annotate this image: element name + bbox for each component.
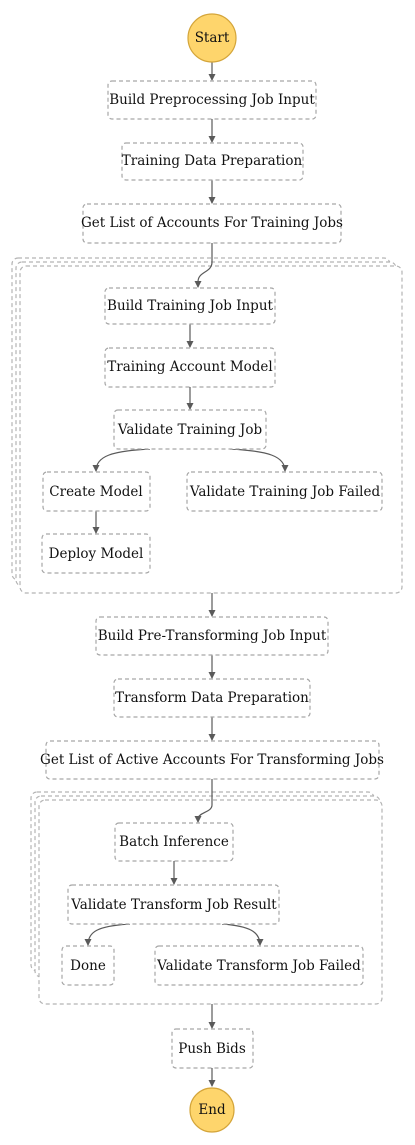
end-node[interactable]: End — [189, 1087, 235, 1133]
build-preprocessing-job-input-node[interactable]: Build Preprocessing Job Input — [107, 80, 317, 120]
training-data-preparation-label: Training Data Preparation — [122, 153, 303, 169]
done-label: Done — [70, 958, 106, 974]
create-model-label: Create Model — [49, 484, 142, 500]
deploy-model-node[interactable]: Deploy Model — [41, 533, 151, 574]
deploy-model-label: Deploy Model — [49, 546, 144, 562]
build-preprocessing-job-input-label: Build Preprocessing Job Input — [109, 92, 315, 108]
build-training-job-input-label: Build Training Job Input — [107, 298, 273, 314]
end-label: End — [198, 1102, 226, 1118]
start-label: Start — [195, 30, 230, 46]
get-list-of-accounts-for-training-jobs-node[interactable]: Get List of Accounts For Training Jobs — [81, 203, 343, 244]
transform-data-preparation-node[interactable]: Transform Data Preparation — [113, 678, 311, 718]
validate-transform-job-failed-node[interactable]: Validate Transform Job Failed — [154, 945, 364, 986]
push-bids-label: Push Bids — [178, 1041, 246, 1057]
get-list-of-accounts-for-training-jobs-label: Get List of Accounts For Training Jobs — [81, 215, 343, 231]
batch-inference-node[interactable]: Batch Inference — [114, 822, 234, 862]
get-list-of-active-accounts-for-transforming-jobs-node[interactable]: Get List of Active Accounts For Transfor… — [40, 740, 384, 780]
edge-get-accounts-to-build-training-input — [194, 243, 213, 288]
training-account-model-label: Training Account Model — [107, 359, 272, 375]
done-node[interactable]: Done — [61, 945, 115, 986]
validate-training-job-failed-node[interactable]: Validate Training Job Failed — [186, 471, 383, 512]
create-model-node[interactable]: Create Model — [42, 471, 151, 512]
build-pre-transforming-job-input-label: Build Pre-Transforming Job Input — [98, 628, 327, 644]
push-bids-node[interactable]: Push Bids — [171, 1028, 254, 1069]
transform-data-preparation-label: Transform Data Preparation — [115, 690, 309, 706]
build-pre-transforming-job-input-node[interactable]: Build Pre-Transforming Job Input — [95, 616, 329, 656]
validate-training-job-label: Validate Training Job — [117, 422, 262, 438]
build-training-job-input-node[interactable]: Build Training Job Input — [104, 287, 276, 325]
validate-training-job-node[interactable]: Validate Training Job — [113, 409, 267, 450]
validate-transform-job-result-label: Validate Transform Job Result — [70, 897, 277, 913]
edge-validate-to-create-model — [92, 448, 151, 472]
batch-inference-label: Batch Inference — [119, 834, 229, 850]
get-list-of-active-accounts-for-transforming-jobs-label: Get List of Active Accounts For Transfor… — [40, 752, 384, 768]
edge-get-active-accounts-to-batch-inference — [194, 779, 213, 823]
validate-transform-job-result-node[interactable]: Validate Transform Job Result — [67, 884, 280, 925]
edges — [84, 62, 289, 1087]
training-account-model-node[interactable]: Training Account Model — [104, 347, 276, 388]
edge-validate-result-to-transform-failed — [221, 923, 264, 946]
edge-validate-to-validate-failed — [229, 448, 289, 472]
training-data-preparation-node[interactable]: Training Data Preparation — [121, 142, 304, 181]
validate-transform-job-failed-label: Validate Transform Job Failed — [156, 958, 361, 974]
edge-validate-result-to-done — [84, 923, 131, 946]
validate-training-job-failed-label: Validate Training Job Failed — [189, 484, 381, 500]
start-node[interactable]: Start — [187, 13, 237, 63]
